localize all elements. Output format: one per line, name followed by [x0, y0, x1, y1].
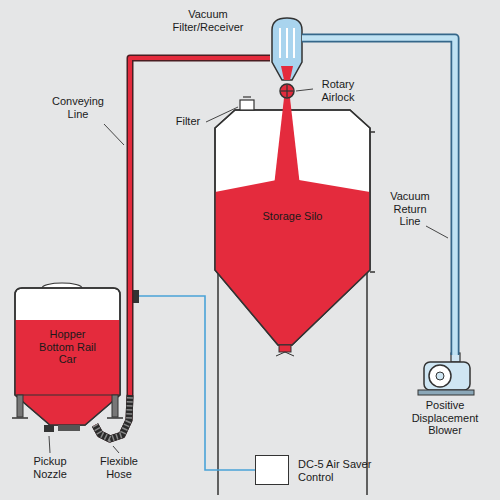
part-label: Pickup Nozzle: [25, 455, 75, 480]
air-signal-line: [133, 290, 255, 470]
control-box: DC-5 Air Saver Control: [255, 455, 289, 485]
receiver-drawing: [279, 28, 281, 58]
rail-car-drawing: [112, 395, 118, 417]
receiver-drawing: [272, 18, 302, 98]
node-text: Storage Silo: [260, 210, 325, 223]
part-label: Rotary Airlock: [312, 78, 364, 103]
rail-car: Hopper Bottom Rail Car: [15, 288, 120, 425]
storage-silo-drawing: [240, 100, 254, 110]
blower-drawing: [418, 353, 474, 395]
rail-car-drawing: [12, 417, 28, 419]
return-line: [302, 38, 455, 355]
storage-silo-drawing: [370, 131, 375, 133]
storage-silo-drawing: [370, 271, 375, 273]
hose-ribs: [95, 395, 130, 439]
receiver-drawing: [293, 28, 295, 58]
leader-lines: [104, 124, 124, 145]
rail-car-drawing: [15, 395, 120, 396]
line-label: Vacuum Return Line: [385, 190, 435, 228]
blower-drawing: [424, 362, 470, 390]
rail-car-drawing: [17, 395, 23, 417]
line-label: Conveying Line: [48, 95, 108, 120]
flexible-hose: [95, 395, 130, 439]
product-stream: [274, 98, 300, 186]
storage-silo-drawing: [279, 345, 291, 352]
air-signal-line: [138, 296, 255, 470]
storage-silo: Storage Silo: [215, 110, 370, 352]
part-label: Filter: [170, 115, 206, 128]
leader-lines: [49, 436, 50, 453]
conveying-line: [95, 58, 270, 439]
receiver-drawing: [280, 84, 294, 98]
storage-silo-drawing: [217, 265, 219, 495]
node-text: Positive Displacement Blower: [398, 399, 492, 437]
blower-drawing: [436, 372, 444, 380]
leader-lines: [206, 107, 238, 122]
storage-silo-drawing: [215, 97, 375, 495]
storage-silo-drawing: [276, 352, 294, 356]
receiver-drawing: [272, 18, 302, 80]
blower-drawing: [418, 390, 474, 395]
node-text: DC-5 Air Saver Control: [298, 458, 378, 483]
rail-car-drawing: [15, 288, 120, 425]
pipe-fill: [95, 58, 270, 439]
rail-car-drawing: [44, 425, 54, 432]
node-text: Vacuum Filter/Receiver: [152, 8, 264, 33]
rail-car-drawing: [107, 417, 123, 419]
receiver-drawing: [286, 28, 288, 58]
storage-silo-drawing: [215, 178, 370, 345]
leader-lines: [296, 89, 313, 91]
receiver-drawing: [286, 85, 287, 97]
leader-lines: [113, 446, 119, 453]
blower-drawing: [429, 365, 451, 387]
rail-car-drawing: [58, 425, 80, 431]
rail-car-drawing: [15, 288, 120, 425]
pipe-fill: [302, 38, 455, 355]
node-text: Hopper Bottom Rail Car: [35, 328, 100, 366]
blower: Positive Displacement Blower: [420, 355, 470, 395]
air-signal-line: [133, 290, 139, 303]
receiver-vessel: Vacuum Filter/Receiver: [270, 18, 304, 80]
rail-car-drawing: [12, 283, 123, 432]
storage-silo-drawing: [243, 96, 251, 97]
leader-lines: [426, 226, 448, 238]
leader-lines: [49, 89, 448, 453]
pipe-outline: [302, 38, 455, 355]
pipe-outline: [95, 58, 270, 439]
part-label: Flexible Hose: [93, 455, 145, 480]
receiver-drawing: [281, 66, 293, 80]
